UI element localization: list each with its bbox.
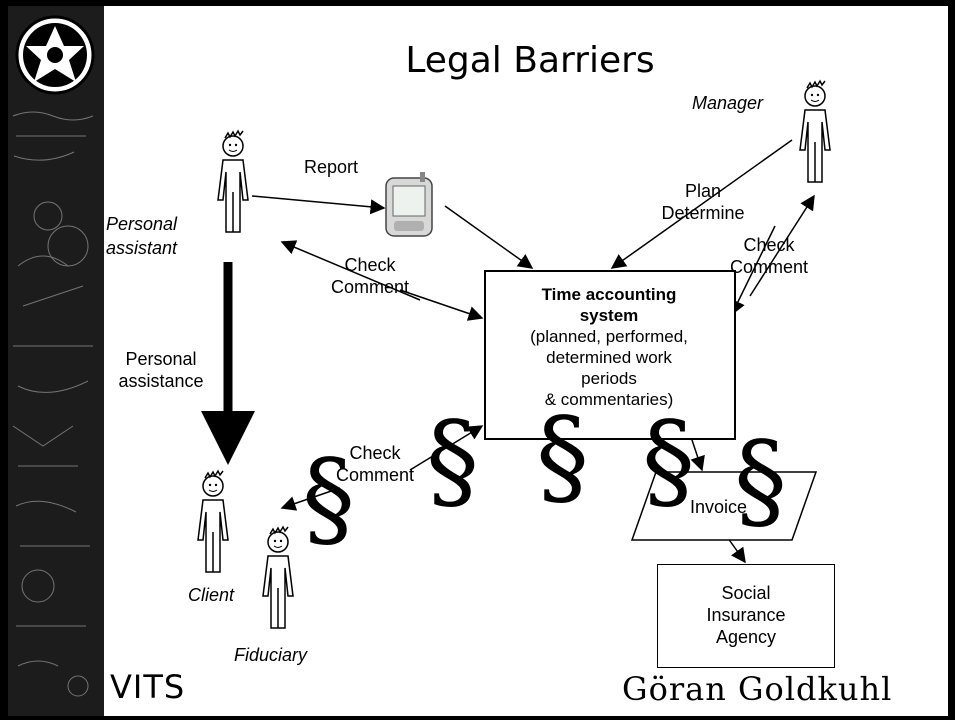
- time-accounting-system-box: [484, 270, 736, 440]
- check-comment-left-label: Check Comment: [322, 254, 418, 298]
- university-logo-icon: [15, 15, 95, 95]
- comment-left-text: Comment: [330, 277, 410, 297]
- personal-assistant-figure: [217, 130, 249, 233]
- agency-line-2: Insurance: [706, 605, 786, 625]
- section-sign-3: §: [536, 395, 589, 518]
- chalk-doodles-image: [8, 6, 104, 716]
- section-sign-1: §: [302, 437, 355, 560]
- manager-figure: [799, 80, 831, 183]
- system-line-4: & commentaries): [544, 390, 674, 409]
- system-line-3: periods: [581, 369, 637, 388]
- footer-author: Göran Goldkuhl: [622, 670, 893, 708]
- system-line-1: (planned, performed,: [530, 327, 688, 346]
- system-title-line-1: Time accounting: [541, 285, 677, 304]
- social-insurance-agency-box: [657, 564, 835, 668]
- fiduciary-label: Fiduciary: [234, 645, 308, 665]
- pda-device-icon: [385, 172, 433, 237]
- report-label: Report: [304, 157, 359, 177]
- agency-line-3: Agency: [715, 627, 777, 647]
- agency-line-1: Social: [721, 583, 771, 603]
- personal-assistant-label: Personal assistant: [106, 214, 178, 258]
- plan-determine-label: Plan Determine: [650, 180, 756, 224]
- slide-title: Legal Barriers: [405, 40, 655, 81]
- determine-text: Determine: [661, 203, 745, 223]
- section-sign-5: §: [734, 419, 787, 542]
- check-bottom-text: Check: [349, 443, 401, 463]
- footer-vits: VITS: [110, 668, 186, 706]
- client-label: Client: [188, 585, 235, 605]
- time-accounting-system-text: Time accounting system (planned, perform…: [484, 284, 734, 410]
- invoice-shape: [630, 471, 818, 541]
- personal-assistance-label: Personal assistance: [108, 348, 214, 392]
- system-title-line-2: system: [579, 306, 639, 325]
- comment-right-text: Comment: [729, 257, 809, 277]
- check-right-text: Check: [743, 235, 795, 255]
- section-sign-2: §: [426, 399, 479, 522]
- manager-label: Manager: [692, 93, 764, 113]
- check-comment-bottom-label: Check Comment: [326, 442, 424, 486]
- section-sign-4: §: [642, 399, 695, 522]
- plan-text: Plan: [684, 181, 722, 201]
- invoice-label: Invoice: [690, 497, 748, 517]
- social-insurance-agency-text: Social Insurance Agency: [657, 582, 835, 648]
- check-left-text: Check: [344, 255, 396, 275]
- fiduciary-figure: [262, 526, 294, 629]
- personal-text: Personal: [125, 349, 197, 369]
- client-figure: [197, 470, 229, 573]
- comment-bottom-text: Comment: [335, 465, 415, 485]
- check-comment-right-label: Check Comment: [720, 234, 818, 278]
- assistance-text: assistance: [118, 371, 204, 391]
- chalkboard-strip: [8, 6, 104, 716]
- system-line-2: determined work: [546, 348, 672, 367]
